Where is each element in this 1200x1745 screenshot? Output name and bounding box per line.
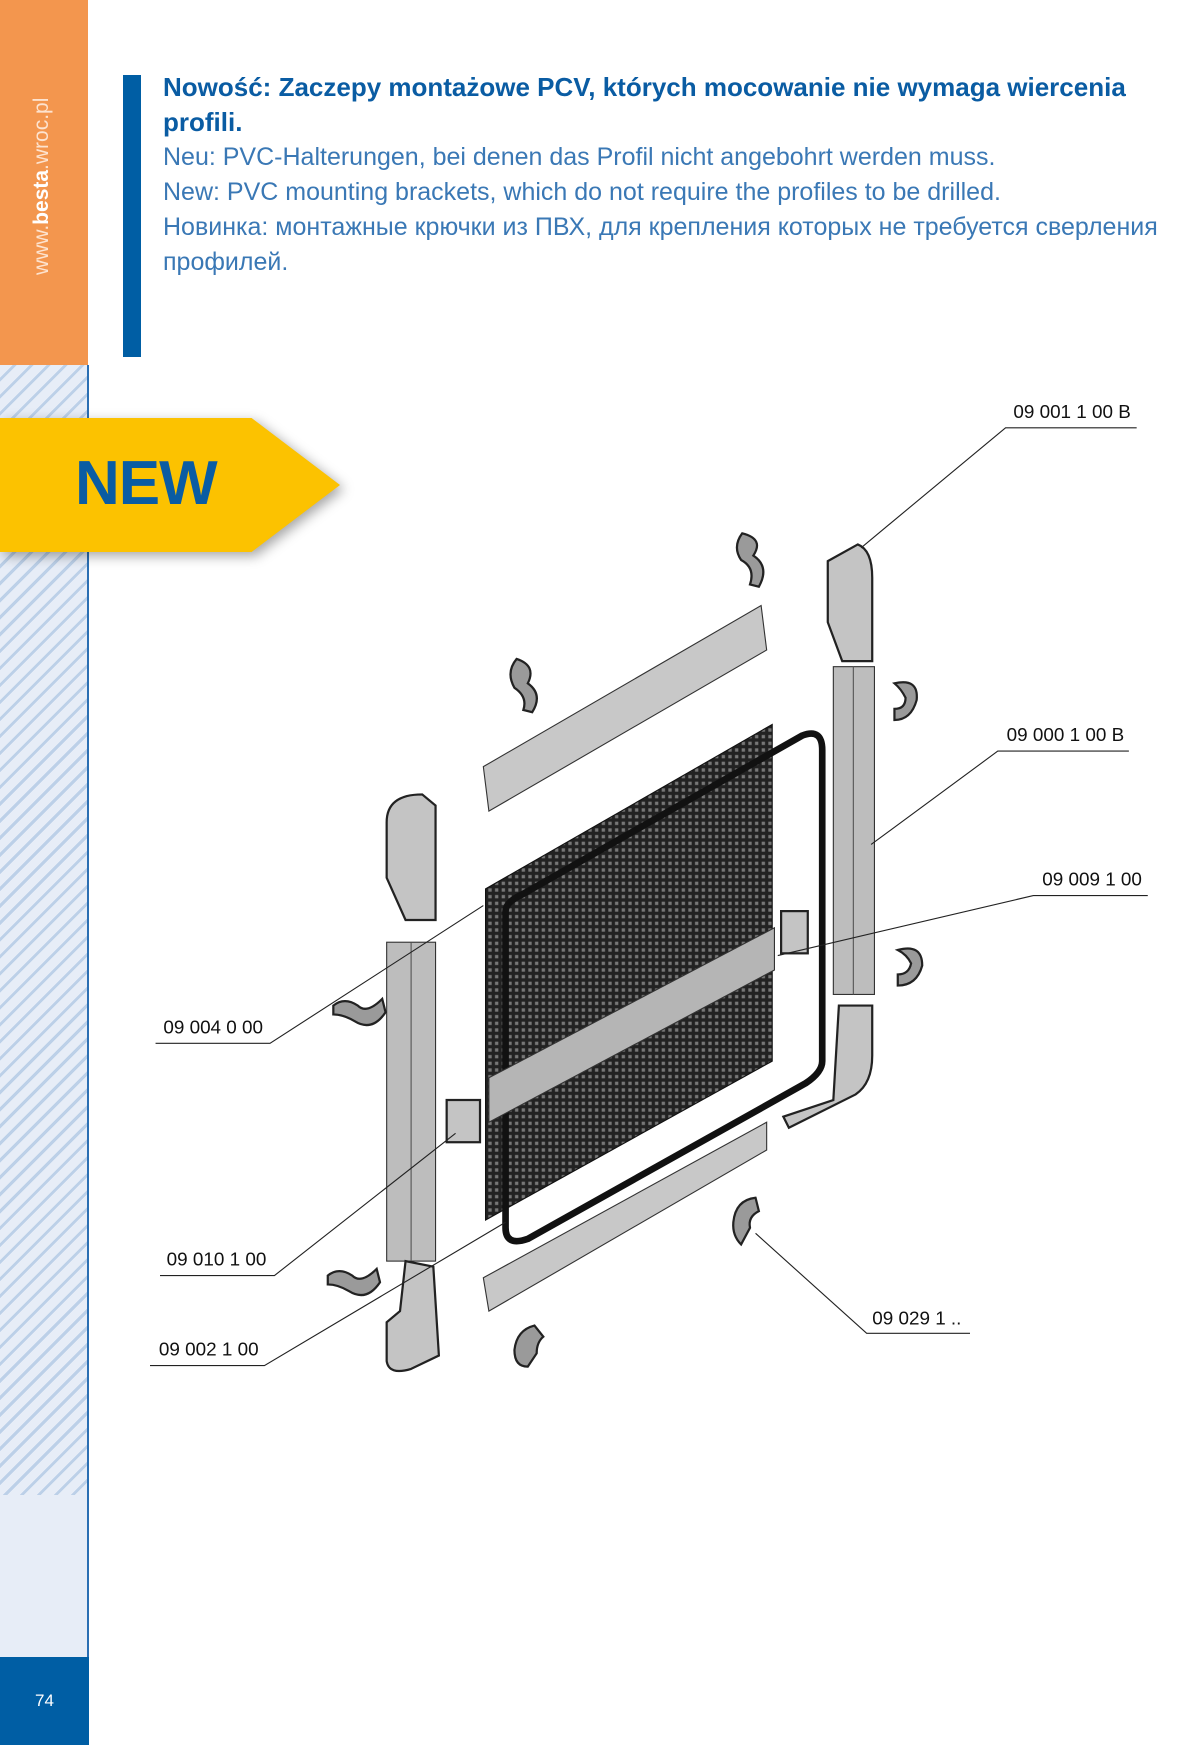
- leader-lines: [150, 427, 1148, 1367]
- part-label-bracket: 09 010 1 00: [167, 1250, 267, 1271]
- mesh-panel: [485, 723, 773, 1221]
- subtitle-de: Neu: PVC-Halterungen, bei denen das Prof…: [163, 143, 996, 171]
- top-rail: [482, 604, 768, 813]
- subtitle-ru: Новинка: монтажные крючки из ПВХ, для кр…: [163, 213, 1158, 276]
- title-pl: Nowość: Zaczepy montażowe PCV, których m…: [163, 72, 1126, 137]
- sidebar-hatch: [0, 365, 88, 1495]
- crossbar: [488, 926, 775, 1124]
- heading-accent-bar: [123, 75, 141, 357]
- sidebar-divider: [87, 365, 89, 1745]
- part-label-mesh: 09 004 0 00: [163, 1017, 263, 1038]
- corner-connectors: [385, 543, 874, 1373]
- part-label-corner: 09 002 1 00: [159, 1340, 259, 1361]
- gasket: [502, 730, 826, 1245]
- part-label-clip: 09 029 1 ..: [872, 1308, 961, 1329]
- part-label-corner-top-right: 09 001 1 00 B: [1013, 402, 1131, 423]
- page-number: 74: [0, 1657, 89, 1745]
- heading-block: Nowość: Zaczepy montażowe PCV, których m…: [163, 70, 1173, 280]
- mounting-clips: [326, 532, 924, 1368]
- sidebar-light-block: [0, 1495, 88, 1657]
- bottom-rail: [482, 1121, 768, 1312]
- subtitle-en: New: PVC mounting brackets, which do not…: [163, 178, 1001, 206]
- new-badge-label: NEW: [75, 449, 218, 518]
- new-badge: NEW: [0, 418, 340, 552]
- sidebar-orange-block: www.besta.wroc.pl: [0, 0, 88, 365]
- part-label-crossbar: 09 009 1 00: [1042, 870, 1142, 891]
- part-label-vertical-profile: 09 000 1 00 B: [1007, 725, 1125, 746]
